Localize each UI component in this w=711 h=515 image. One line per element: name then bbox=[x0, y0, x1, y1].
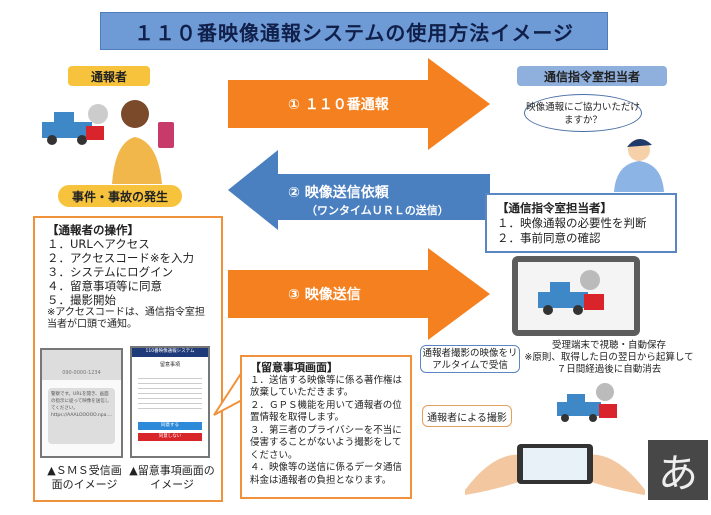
notice-caption: ▲留意事項画面のイメージ bbox=[129, 464, 215, 491]
dispatcher-speech-bubble: 映像通報にご協力いただけますか？ bbox=[524, 94, 642, 132]
event-label: 事件・事故の発生 bbox=[58, 185, 182, 207]
arrow-110-call: ① １１０番通報 bbox=[228, 58, 490, 150]
dispatcher-ops-heading: 【通信指令室担当者】 bbox=[497, 201, 612, 215]
notice-agree-button: 同意する bbox=[138, 422, 202, 430]
ime-mode-indicator: あ bbox=[648, 440, 708, 500]
storage-note: 受理端末で視聴・自動保存 ※原則、取得した日の翌日から起算して７日間経過後に自動… bbox=[524, 340, 694, 376]
reporter-step: ４．留意事項等に同意 bbox=[47, 279, 162, 293]
reporter-operations-box: 【通報者の操作】 １．URLへアクセス ２．アクセスコード※を入力 ３．システム… bbox=[33, 216, 223, 502]
notice-disagree-button: 同意しない bbox=[138, 433, 202, 441]
reporter-illustration bbox=[40, 92, 190, 184]
dispatcher-illustration bbox=[606, 134, 672, 192]
receiving-terminal bbox=[512, 256, 640, 336]
reporter-shooting-callout: 通報者による撮影 bbox=[422, 405, 512, 427]
sms-number: 090-0000-1234 bbox=[42, 350, 121, 380]
arrow-video-send-label: ③ 映像送信 bbox=[288, 287, 361, 303]
sms-message: 警察です。URLを開き、画面の指示に従って映像を送信してください。https:/… bbox=[48, 388, 115, 444]
reporter-step: ３．システムにログイン bbox=[47, 265, 174, 279]
arrow-110-call-label: ① １１０番通報 bbox=[288, 97, 389, 113]
arrow-video-request-label: ② 映像送信依頼 bbox=[288, 185, 389, 201]
arrow-video-request-sub: （ワンタイムＵＲＬの送信） bbox=[306, 204, 449, 217]
notice-item: １．送信する映像等に係る著作権は放棄していただきます。 bbox=[250, 374, 403, 399]
notice-mock-title: 留意事項 bbox=[159, 362, 180, 368]
hands-holding-phone-illustration bbox=[465, 430, 645, 495]
notice-item: ３．第三者のプライバシーを不当に侵害することがないよう撮影をしてください。 bbox=[250, 424, 402, 461]
reporter-label: 通報者 bbox=[68, 66, 150, 86]
notice-item: ４．映像等の送信に係るデータ通信料金は通報者の負担となります。 bbox=[250, 462, 403, 486]
reporter-step: ５．撮影開始 bbox=[47, 293, 116, 307]
reporter-step: ２．アクセスコード※を入力 bbox=[47, 251, 195, 265]
dispatcher-step: １．映像通報の必要性を判断 bbox=[497, 216, 647, 230]
accident-car-illustration bbox=[555, 382, 625, 427]
dispatcher-operations-box: 【通信指令室担当者】 １．映像通報の必要性を判断 ２．事前同意の確認 bbox=[485, 193, 677, 253]
reporter-ops-heading: 【通報者の操作】 bbox=[47, 223, 139, 237]
sms-caption: ▲ＳＭＳ受信画面のイメージ bbox=[47, 464, 122, 491]
notices-box: 【留意事項画面】 １．送信する映像等に係る著作権は放棄していただきます。 ２．Ｇ… bbox=[240, 355, 412, 499]
page-title: １１０番映像通報システムの使用方法イメージ bbox=[100, 12, 608, 50]
realtime-receive-callout: 通報者撮影の映像をリアルタイムで受信 bbox=[420, 345, 520, 373]
dispatcher-label: 通信指令室担当者 bbox=[517, 66, 667, 86]
dispatcher-step: ２．事前同意の確認 bbox=[497, 231, 601, 245]
reporter-step: １．URLへアクセス bbox=[47, 237, 150, 251]
storage-line1: 受理端末で視聴・自動保存 bbox=[551, 340, 666, 351]
sms-screen-mock: 090-0000-1234 警察です。URLを開き、画面の指示に従って映像を送信… bbox=[40, 348, 123, 458]
access-code-note: ※アクセスコードは、通信指令室担当者が口頭で通知。 bbox=[47, 307, 205, 330]
notices-heading: 【留意事項画面】 bbox=[250, 361, 338, 374]
arrow-video-request: ② 映像送信依頼 （ワンタイムＵＲＬの送信） bbox=[228, 150, 490, 230]
notices-callout-tail bbox=[213, 371, 243, 416]
notice-mock-header: 110番映像通報システム bbox=[132, 348, 208, 357]
arrow-video-send: ③ 映像送信 bbox=[228, 248, 490, 340]
notice-item: ２．ＧＰＳ機能を用いて通報者の位置情報を取得します。 bbox=[250, 399, 402, 424]
notice-screen-mock: 110番映像通報システム 留意事項 同意する 同意しない bbox=[130, 346, 210, 458]
storage-line2: ※原則、取得した日の翌日から起算して７日間経過後に自動消去 bbox=[524, 352, 694, 375]
